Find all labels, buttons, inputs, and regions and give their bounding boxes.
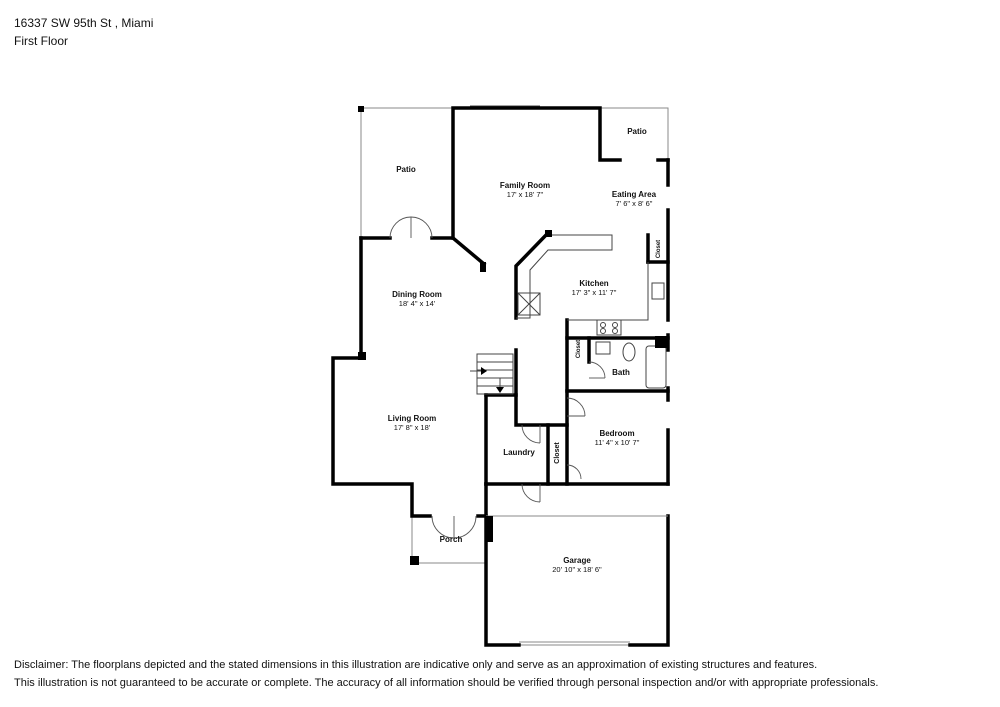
closet-bath-label: Closet (576, 340, 582, 358)
floor-label: First Floor (14, 34, 68, 48)
bath-label: Bath (612, 368, 630, 377)
columns (358, 106, 668, 565)
disclaimer-line-1: Disclaimer: The floorplans depicted and … (14, 659, 818, 671)
eating-area-dims: 7' 6" x 8' 6" (616, 199, 653, 208)
stair-arrows (470, 367, 504, 393)
doors (389, 216, 606, 539)
living-room-dims: 17' 8" x 18' (394, 423, 431, 432)
garage-label: Garage (563, 556, 591, 565)
bedroom-dims: 11' 4" x 10' 7" (595, 438, 640, 447)
kitchen-dims: 17' 3" x 11' 7" (572, 288, 617, 297)
disclaimer-line-2: This illustration is not guaranteed to b… (14, 677, 879, 689)
closet-bedroom-label: Closet (554, 442, 561, 464)
fixtures (476, 234, 668, 517)
porch-label: Porch (440, 535, 463, 544)
family-room-label: Family Room (500, 181, 550, 190)
living-room-label: Living Room (388, 414, 436, 423)
garage-dims: 20' 10" x 18' 6" (552, 565, 602, 574)
kitchen-label: Kitchen (579, 279, 608, 288)
room-labels: Patio Patio Family Room 17' x 18' 7" Eat… (388, 127, 662, 574)
property-address: 16337 SW 95th St , Miami (14, 16, 154, 30)
patio-right-label: Patio (627, 127, 647, 136)
family-room-dims: 17' x 18' 7" (507, 190, 544, 199)
eating-area-label: Eating Area (612, 190, 657, 199)
dining-room-label: Dining Room (392, 290, 442, 299)
disclaimer: Disclaimer: The floorplans depicted and … (14, 656, 878, 692)
header: 16337 SW 95th St , Miami First Floor (14, 14, 153, 50)
dining-room-dims: 18' 4" x 14' (399, 299, 436, 308)
bedroom-label: Bedroom (599, 429, 634, 438)
closet-kitchen-label: Closet (656, 240, 662, 258)
walls (331, 106, 670, 647)
laundry-label: Laundry (503, 448, 535, 457)
patio-left-label: Patio (396, 165, 416, 174)
